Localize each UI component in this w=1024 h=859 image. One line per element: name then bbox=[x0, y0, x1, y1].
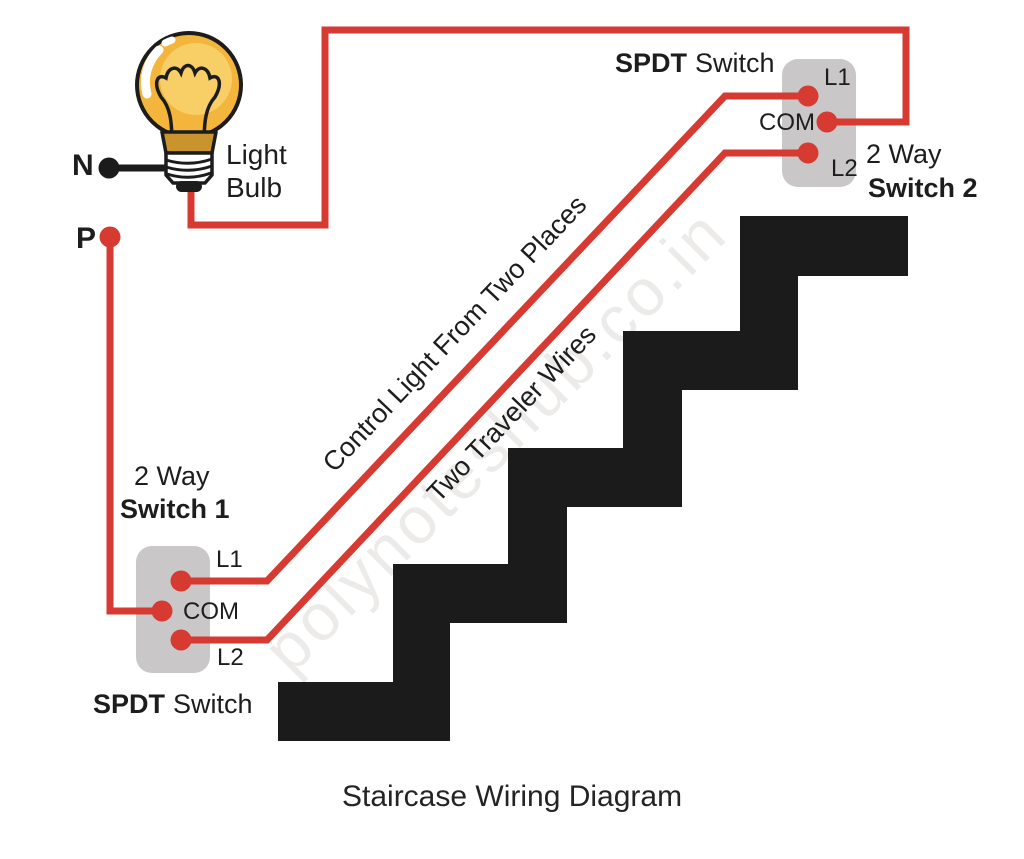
diagram-title: Staircase Wiring Diagram bbox=[342, 780, 683, 813]
switch1-l1-terminal bbox=[170, 570, 192, 592]
bulb-neck bbox=[160, 130, 218, 155]
traveler-wire-1 bbox=[183, 92, 806, 585]
bulb-highlight-small bbox=[161, 36, 176, 47]
phase-terminal-dot bbox=[99, 226, 121, 248]
switch1-com-terminal bbox=[151, 600, 173, 622]
switch2-l1-label: L1 bbox=[824, 64, 851, 91]
switch2-type-bold: SPDT bbox=[615, 48, 688, 78]
bulb-highlight bbox=[140, 45, 164, 99]
switch1-way-label: 2 Way bbox=[134, 461, 210, 491]
switch2-name-label: Switch 2 bbox=[868, 173, 978, 203]
bulb-inner-glow bbox=[160, 43, 232, 115]
switch2-way-label: 2 Way bbox=[866, 139, 942, 169]
staircase-shape bbox=[278, 216, 908, 741]
switch1-l2-terminal bbox=[170, 629, 192, 651]
switch2-type-rest: Switch bbox=[695, 48, 775, 78]
switch1-com-label: COM bbox=[183, 598, 239, 625]
switch2-com-terminal bbox=[816, 111, 838, 133]
switch1-l1-label: L1 bbox=[216, 546, 243, 573]
neutral-label: N bbox=[72, 149, 94, 182]
switch1-type-rest: Switch bbox=[173, 689, 253, 719]
phase-wire-bulb-to-switch2 bbox=[187, 26, 910, 229]
switch2-com-label: COM bbox=[759, 109, 815, 136]
switch2-l1-terminal bbox=[797, 85, 819, 107]
switch1-l2-label: L2 bbox=[217, 644, 244, 671]
switch2-l2-terminal bbox=[797, 142, 819, 164]
switch2-l2-label: L2 bbox=[831, 155, 858, 182]
bulb-bottom-cap bbox=[176, 181, 202, 192]
phase-label: P bbox=[76, 222, 97, 255]
light-bulb-label-line2: Bulb bbox=[226, 172, 283, 203]
light-bulb-illustration bbox=[135, 31, 243, 192]
phase-wire-supply-to-switch1 bbox=[106, 240, 163, 615]
switch1-type-bold: SPDT bbox=[93, 689, 166, 719]
bulb-filament bbox=[154, 63, 222, 147]
light-bulb-label-line1: Light bbox=[226, 139, 287, 170]
traveler-wire-2 bbox=[183, 149, 806, 644]
switch1-name-label: Switch 1 bbox=[120, 494, 230, 524]
neutral-terminal-dot bbox=[98, 157, 120, 179]
bulb-screw-ridges bbox=[164, 157, 214, 179]
